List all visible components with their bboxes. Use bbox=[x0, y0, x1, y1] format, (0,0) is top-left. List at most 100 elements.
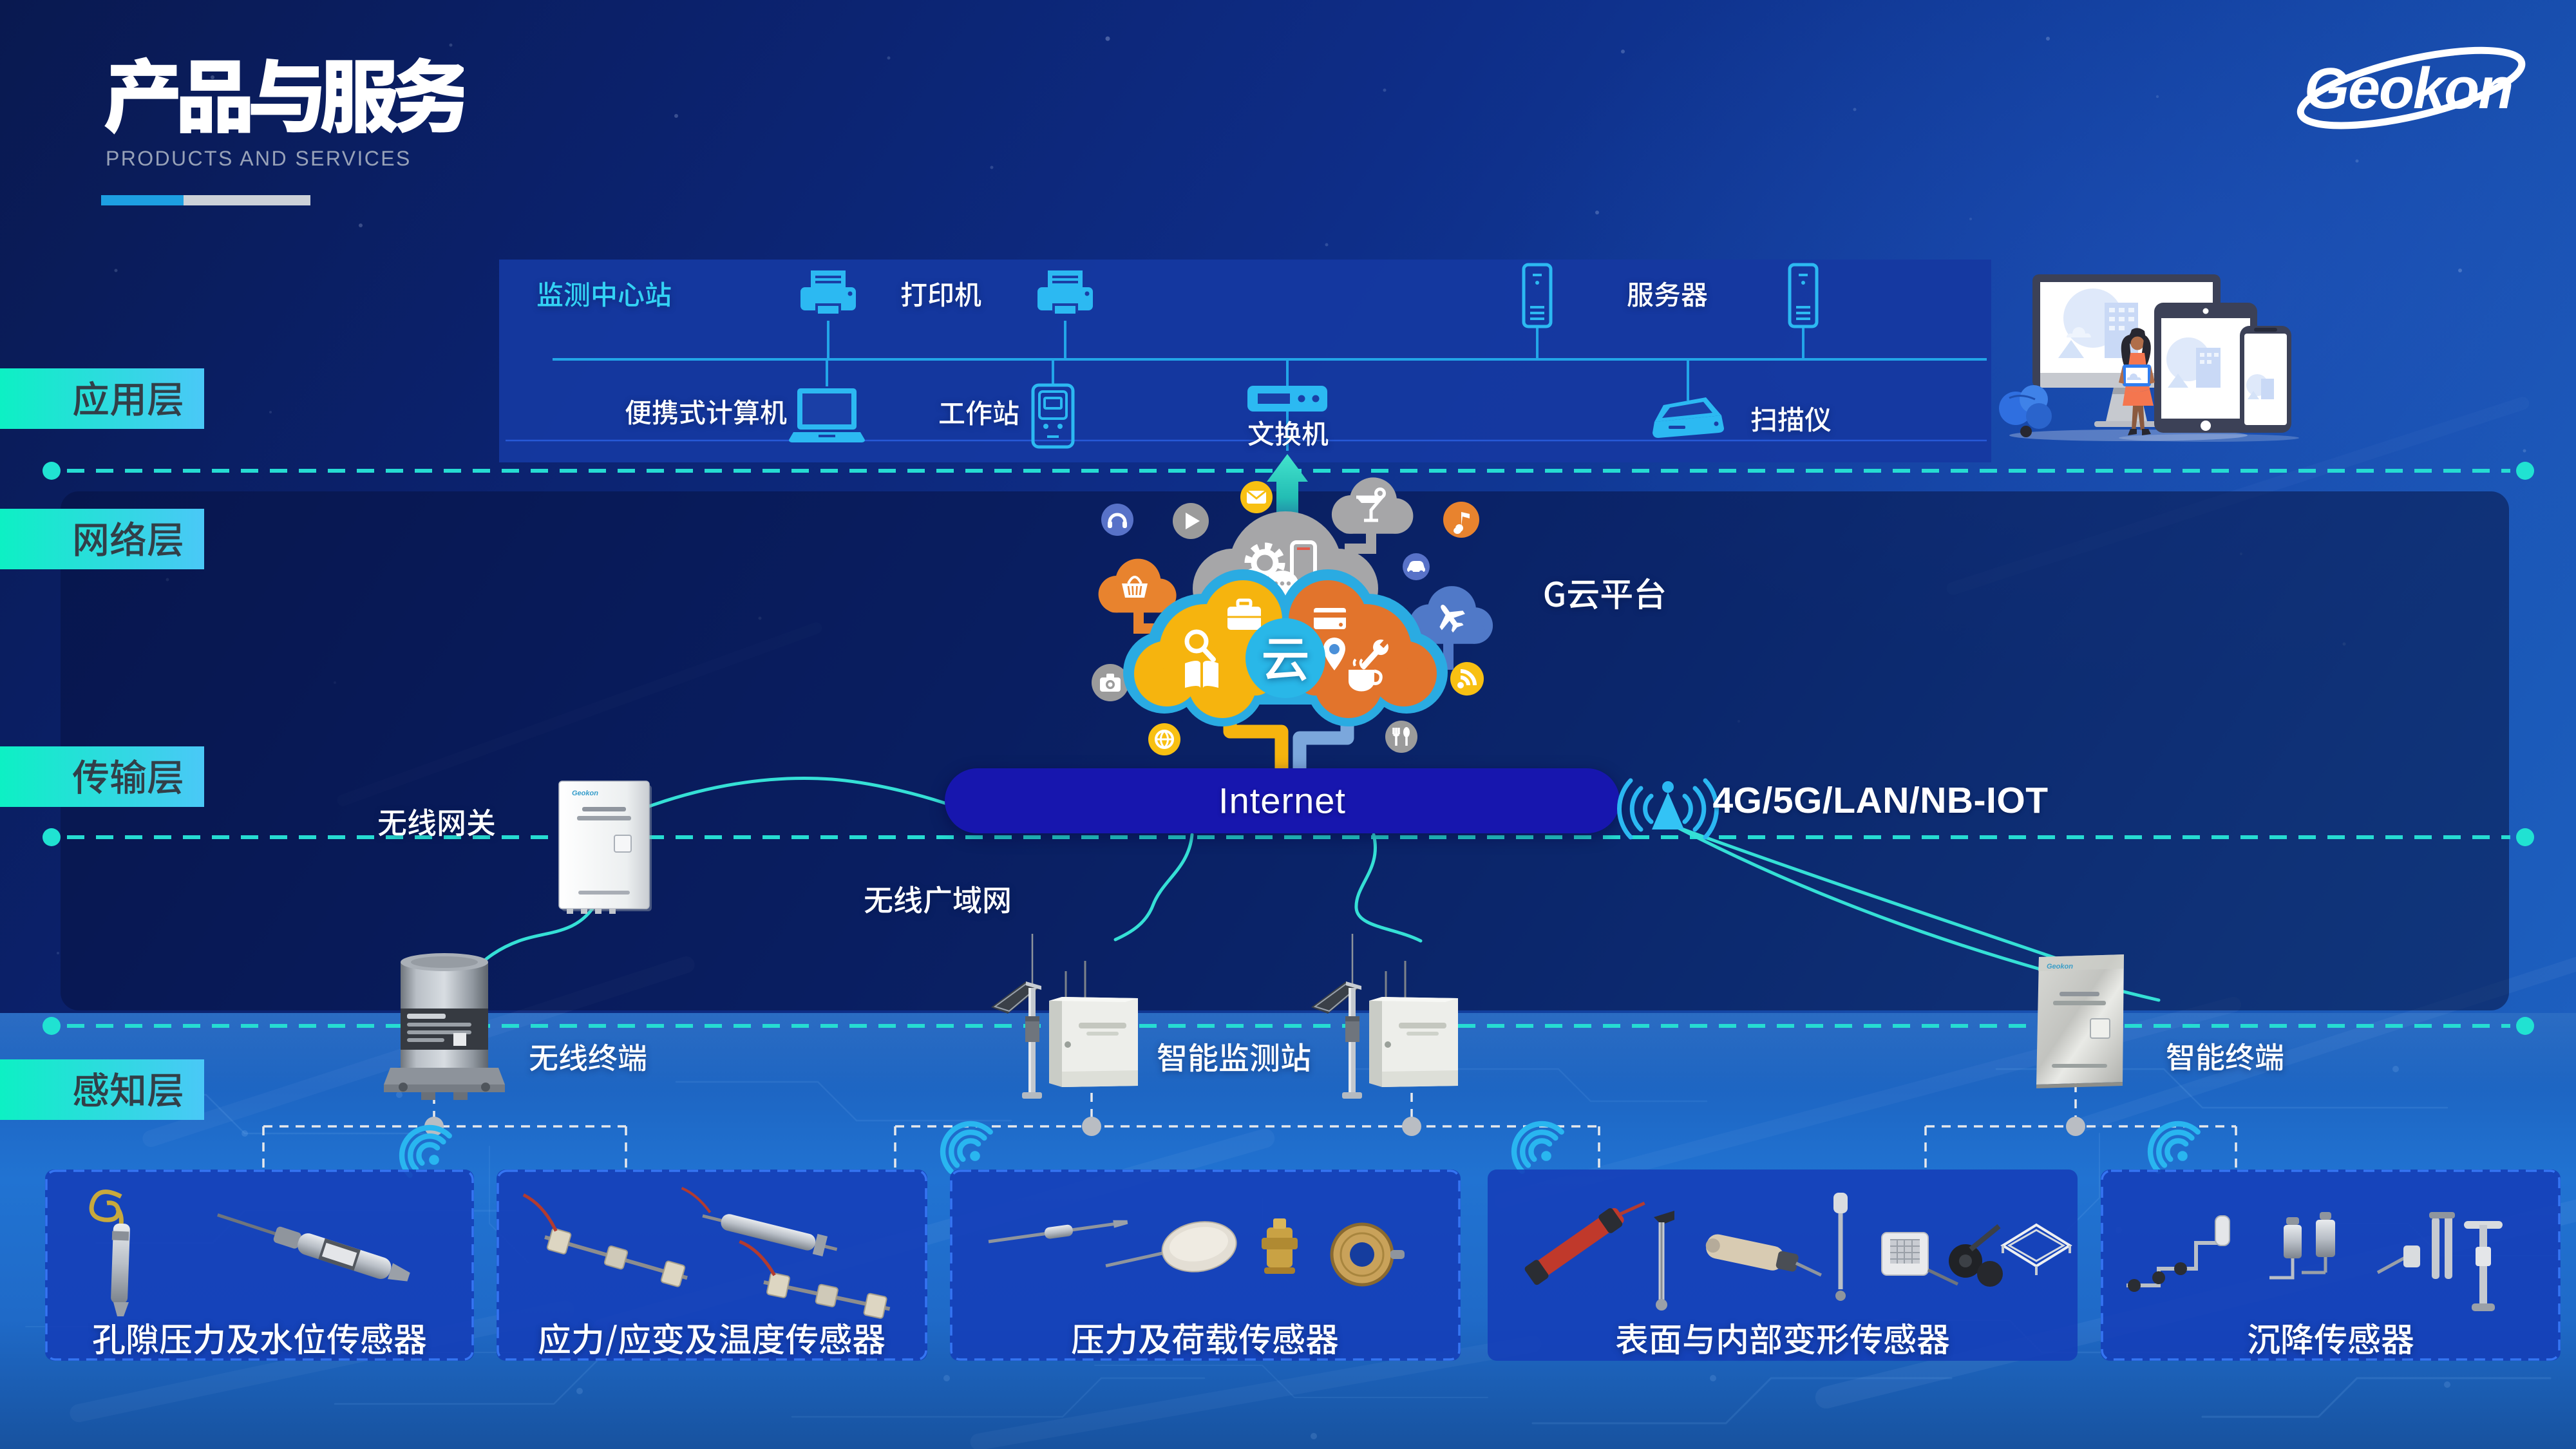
sensor-box-border bbox=[45, 1170, 474, 1361]
switch-label bbox=[1247, 420, 1329, 447]
sensor-group-label-2 bbox=[538, 1322, 886, 1356]
camera-icon bbox=[1092, 664, 1129, 701]
scanner-label bbox=[1750, 406, 1832, 433]
sensor-group-label-4 bbox=[1615, 1322, 1950, 1356]
map-pin-icon bbox=[1323, 638, 1345, 670]
junction-dot-2 bbox=[1082, 1117, 1101, 1136]
brass-valve bbox=[1262, 1218, 1298, 1274]
credit-card-icon bbox=[1314, 608, 1346, 629]
svg-text:Geokon: Geokon bbox=[572, 790, 598, 797]
water-level-sensor bbox=[217, 1213, 410, 1282]
car-icon bbox=[1403, 553, 1430, 580]
rss-icon bbox=[1450, 662, 1484, 696]
multi-device-illustration bbox=[1999, 274, 2299, 442]
server-label bbox=[1627, 281, 1708, 308]
internet-bar bbox=[945, 768, 1620, 833]
printer-label bbox=[900, 281, 981, 308]
gear-icon bbox=[1244, 542, 1285, 583]
intelligent-terminal-device: Geokon bbox=[2036, 954, 2124, 1088]
cocktail-cloud-icon bbox=[1331, 477, 1414, 534]
search-icon bbox=[1184, 629, 1216, 662]
sensor-group-label-1 bbox=[92, 1322, 427, 1356]
wrench-icon bbox=[1360, 639, 1389, 670]
workstation-icon bbox=[1031, 383, 1075, 449]
sensor-box-border bbox=[2101, 1170, 2561, 1361]
cloud-platform-label bbox=[1543, 577, 1667, 611]
person-illustration bbox=[2119, 328, 2155, 435]
briefcase-icon bbox=[1227, 598, 1261, 630]
wifi-link-icon-4 bbox=[2147, 1121, 2201, 1174]
page-subtitle: PRODUCTS AND SERVICES bbox=[106, 147, 412, 170]
cloud-center-character bbox=[1261, 634, 1310, 683]
curve-internet-station-1 bbox=[1113, 833, 1194, 942]
wifi-link-icon-3 bbox=[1511, 1121, 1564, 1174]
strain-gauge-sensors bbox=[522, 1187, 891, 1319]
wireless-gateway-device: Geokon bbox=[558, 781, 652, 914]
airplane-cloud-icon bbox=[1409, 586, 1493, 644]
sensors-art-1 bbox=[45, 1170, 474, 1361]
t-handle-sensor bbox=[2464, 1221, 2503, 1311]
application-group-label bbox=[536, 281, 672, 308]
deformation-sensors bbox=[1524, 1193, 2072, 1311]
sensor-box-border bbox=[497, 1170, 927, 1361]
cloud-platform-illustration bbox=[1123, 511, 1454, 726]
lan-bus-line bbox=[506, 321, 1987, 451]
music-icon bbox=[1443, 502, 1479, 538]
junction-dot-3 bbox=[1402, 1117, 1421, 1136]
layer-chip-application bbox=[0, 368, 204, 429]
basket-cloud-icon bbox=[1098, 558, 1177, 613]
globe-icon bbox=[1148, 723, 1180, 755]
junction-dot-4 bbox=[2066, 1117, 2085, 1136]
curve-gateway-internet bbox=[647, 777, 947, 808]
sensors-art-3 bbox=[950, 1170, 1461, 1361]
pressure-load-sensors bbox=[988, 1218, 1405, 1287]
piezometer-with-cable bbox=[89, 1189, 130, 1316]
temperature-box-sensor bbox=[1881, 1232, 1959, 1286]
load-cell bbox=[1330, 1222, 1405, 1287]
sensor-group-label-3 bbox=[1071, 1322, 1339, 1356]
svg-text:Geokon: Geokon bbox=[2047, 963, 2073, 971]
wifi-link-icon-2 bbox=[940, 1121, 993, 1174]
layer-chip-transport bbox=[0, 746, 204, 807]
layer-chip-perception bbox=[0, 1059, 204, 1120]
separator-network-transport bbox=[43, 828, 2534, 846]
curve-antenna-terminal-a bbox=[1674, 825, 2060, 961]
intelligent-terminal-label bbox=[2166, 1042, 2284, 1072]
switch-icon bbox=[1247, 386, 1327, 412]
link-types-label: 4G/5G/LAN/NB-IOT bbox=[1712, 780, 2049, 821]
layer-chip-network bbox=[0, 509, 204, 569]
server-icon-2 bbox=[1788, 263, 1819, 328]
headphones-icon bbox=[1101, 504, 1133, 536]
printer-icon-1 bbox=[800, 270, 856, 314]
email-icon bbox=[1240, 481, 1273, 513]
coffee-icon bbox=[1349, 658, 1383, 692]
play-icon bbox=[1173, 503, 1209, 539]
wheel-probe-sensor bbox=[1949, 1224, 2003, 1287]
curve-internet-station-2 bbox=[1354, 833, 1423, 943]
curve-gateway-terminal bbox=[475, 905, 596, 971]
bush-illustration bbox=[1999, 385, 2052, 437]
sensors-art-2 bbox=[497, 1170, 927, 1361]
scanner-icon bbox=[1653, 397, 1724, 438]
tablet-icon bbox=[2154, 303, 2257, 433]
gateway-label bbox=[377, 808, 496, 837]
sensors-art-4 bbox=[1524, 1193, 2072, 1311]
page-title bbox=[103, 55, 464, 135]
cutlery-icon bbox=[1385, 721, 1417, 753]
title-progress-fill bbox=[101, 195, 184, 205]
monitoring-station-device-1 bbox=[990, 933, 1139, 1100]
application-layer-panel bbox=[499, 260, 1991, 462]
title-progress-bar bbox=[101, 195, 310, 205]
sensors-art-5 bbox=[2101, 1170, 2561, 1361]
wan-label bbox=[864, 885, 1012, 914]
monitoring-station-device-2 bbox=[1310, 933, 1459, 1100]
laptop-label bbox=[625, 399, 787, 426]
wifi-link-icon-1 bbox=[399, 1124, 452, 1178]
sensor-group-label-5 bbox=[2247, 1322, 2414, 1356]
sensor-box-border bbox=[950, 1170, 1461, 1361]
antenna-icon bbox=[1617, 778, 1719, 840]
monitoring-station-label bbox=[1157, 1042, 1311, 1073]
